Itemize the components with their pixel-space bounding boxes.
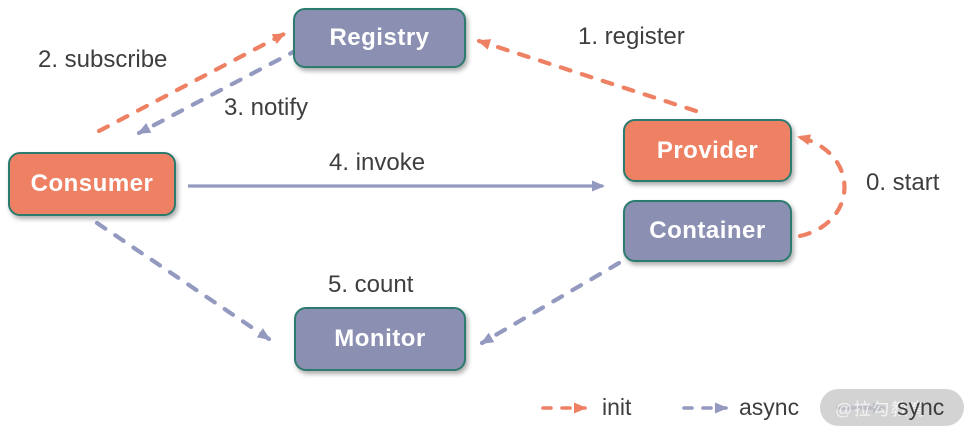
- subscribe-arrow: [96, 31, 287, 134]
- node-provider: Provider: [623, 119, 792, 182]
- node-consumer: Consumer: [8, 152, 176, 216]
- count-consumer-arrow: [94, 220, 272, 342]
- node-registry-label: Registry: [329, 24, 430, 51]
- edge-label-count: 5. count: [328, 271, 414, 298]
- edge-label-start: 0. start: [866, 169, 940, 196]
- node-container-label: Container: [649, 217, 766, 244]
- legend-async-label: async: [739, 394, 800, 420]
- edge-label-invoke: 4. invoke: [329, 149, 426, 176]
- legend-sync-label: sync: [897, 394, 945, 420]
- legend-init-label: init: [602, 394, 632, 420]
- start-arrow: [796, 134, 847, 239]
- edge-label-register: 1. register: [578, 23, 685, 50]
- node-monitor-label: Monitor: [334, 325, 426, 352]
- node-monitor: Monitor: [294, 307, 466, 371]
- node-registry: Registry: [293, 8, 466, 68]
- node-consumer-label: Consumer: [30, 170, 154, 197]
- edge-label-subscribe: 2. subscribe: [38, 46, 168, 73]
- notify-arrow: [136, 46, 302, 136]
- edge-label-notify: 3. notify: [224, 94, 309, 121]
- node-provider-label: Provider: [656, 136, 759, 164]
- node-container: Container: [623, 200, 792, 262]
- count-container-arrow: [479, 260, 622, 346]
- register-arrow: [476, 38, 699, 114]
